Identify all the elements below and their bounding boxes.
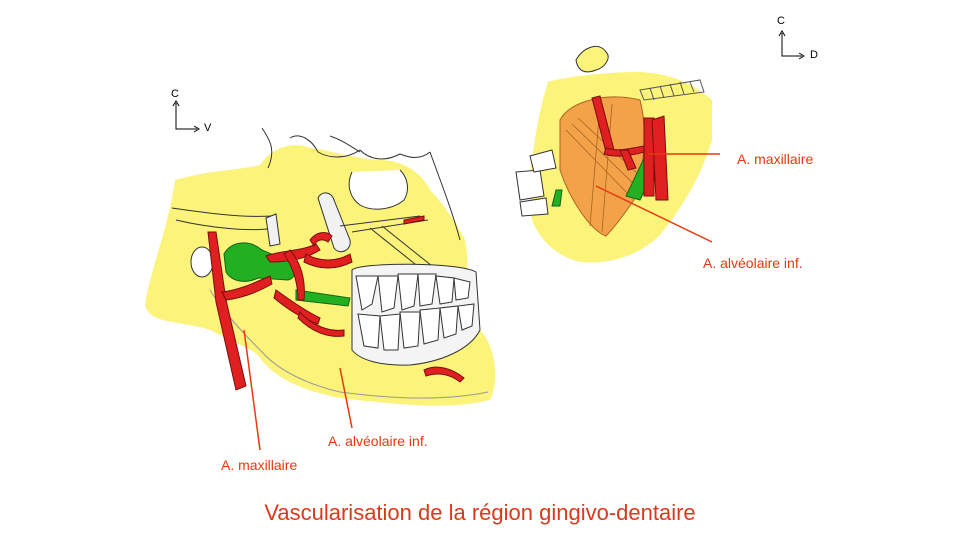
teeth <box>351 263 481 366</box>
label-inferior-alveolar-artery-left: A. alvéolaire inf. <box>328 433 428 449</box>
orientation-label-horizontal-right: D <box>810 49 818 61</box>
orientation-marker-left <box>172 100 200 133</box>
orientation-label-vertical-left: C <box>171 88 179 100</box>
orientation-label-vertical-right: C <box>777 15 785 27</box>
slide-title: Vascularisation de la région gingivo-den… <box>264 500 696 525</box>
orientation-label-horizontal-left: V <box>204 122 212 134</box>
leader-lines-right <box>595 153 720 243</box>
label-maxillary-artery-right: A. maxillaire <box>737 151 814 167</box>
medial-jaw-illustration <box>515 45 712 263</box>
label-inferior-alveolar-artery-right: A. alvéolaire inf. <box>703 255 803 271</box>
label-maxillary-artery-left: A. maxillaire <box>221 457 298 473</box>
leader-lines-left <box>243 329 353 451</box>
arteries <box>207 215 465 391</box>
orientation-marker-right <box>778 30 805 60</box>
